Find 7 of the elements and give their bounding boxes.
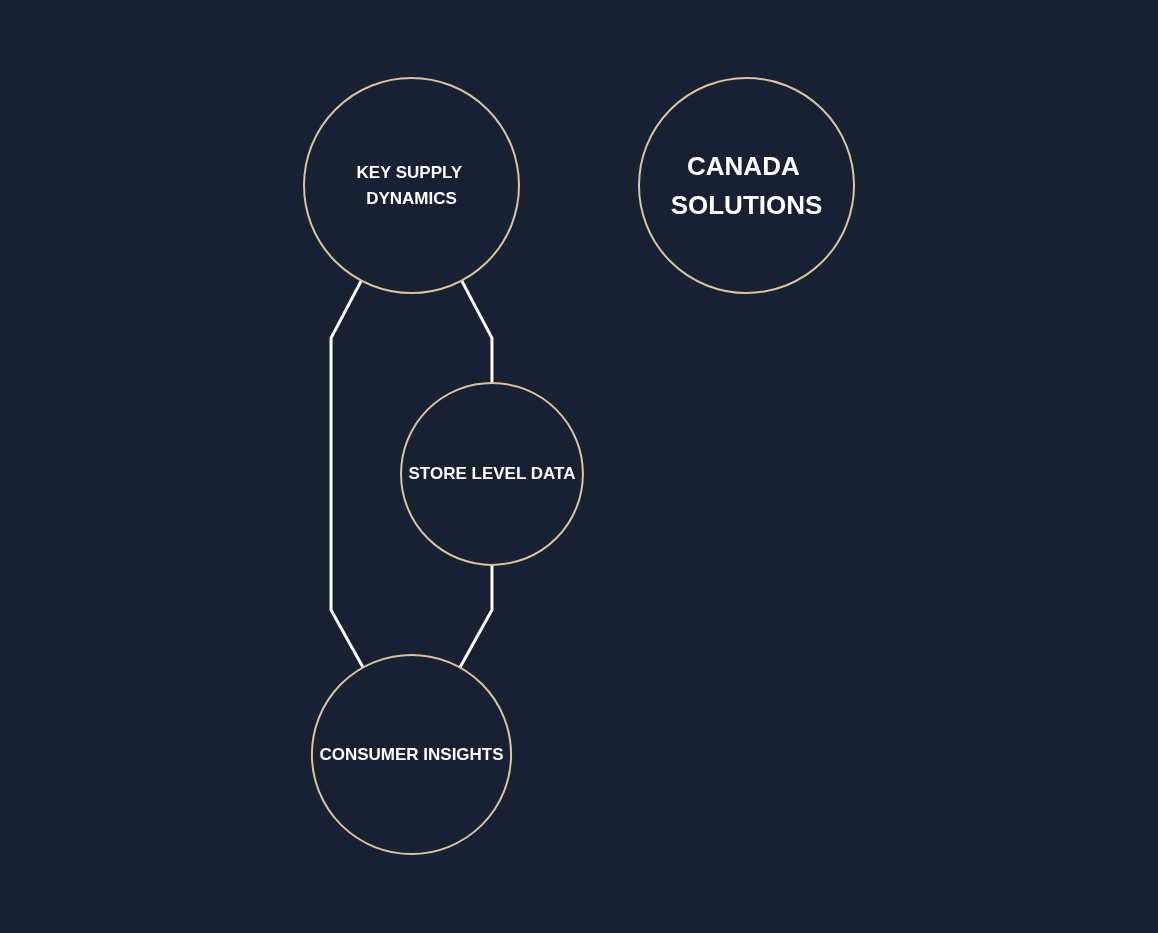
connector [460, 280, 494, 384]
connector [329, 280, 365, 669]
node-circle: STORE LEVEL DATA [400, 382, 584, 567]
node-circle: KEY SUPPLY DYNAMICS [303, 77, 520, 295]
connector [458, 565, 494, 669]
node-circle: CANADA SOLUTIONS [638, 77, 855, 295]
node-circle: CONSUMER INSIGHTS [310, 654, 513, 856]
